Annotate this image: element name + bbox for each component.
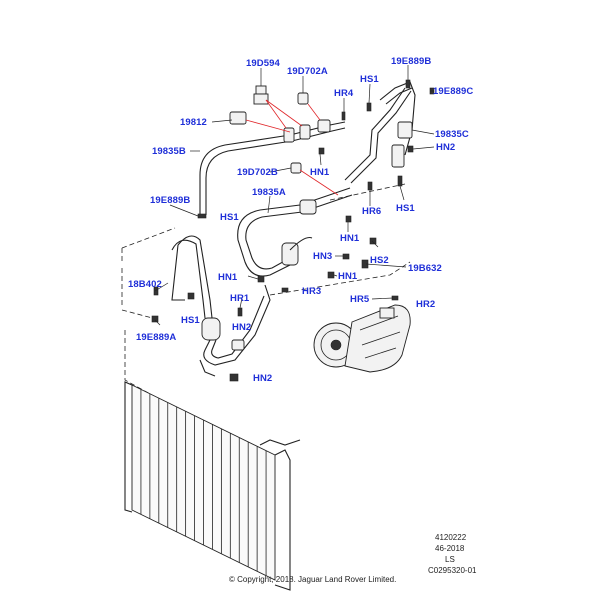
callout-19b632[interactable]: 19B632 — [408, 263, 442, 274]
condenser — [124, 381, 301, 591]
callout-hn1-b[interactable]: HN1 — [338, 271, 358, 282]
pipe-19835b — [199, 111, 346, 215]
callout-19835b[interactable]: 19835B — [152, 146, 186, 157]
callout-hs1-left[interactable]: HS1 — [220, 212, 239, 223]
callout-19835c[interactable]: 19835C — [435, 129, 469, 140]
callout-hs1-top[interactable]: HS1 — [360, 74, 379, 85]
callout-19d702a[interactable]: 19D702A — [287, 66, 328, 77]
callout-hn3[interactable]: HN3 — [313, 251, 333, 262]
callout-hr1[interactable]: HR1 — [230, 293, 250, 304]
callout-hs1-right[interactable]: HS1 — [396, 203, 415, 214]
red-leaders — [245, 99, 339, 196]
callout-hr6[interactable]: HR6 — [362, 206, 382, 217]
pressure-switch — [253, 85, 269, 105]
callout-19e889a[interactable]: 19E889A — [136, 332, 177, 343]
callout-19e889c[interactable]: 19E889C — [433, 86, 474, 97]
callout-hn2-bottom[interactable]: HN2 — [253, 373, 273, 384]
callout-hn1-a[interactable]: HN1 — [218, 272, 238, 283]
callout-19e889b-left[interactable]: 19E889B — [150, 195, 191, 206]
valve-cap-b — [290, 162, 302, 174]
hose-19835a — [237, 187, 353, 277]
callout-19d702b[interactable]: 19D702B — [237, 167, 278, 178]
callout-hn1-upper[interactable]: HN1 — [310, 167, 330, 178]
ac-compressor — [313, 304, 411, 373]
callout-hn2-mid[interactable]: HN2 — [232, 322, 252, 333]
hose-18b402 — [171, 235, 271, 377]
meta-line-2: 46-2018 — [435, 544, 465, 553]
fasteners — [151, 79, 435, 382]
callout-hn1-mid[interactable]: HN1 — [340, 233, 360, 244]
callout-19835a[interactable]: 19835A — [252, 187, 286, 198]
meta-line-4: C0295320-01 — [428, 566, 477, 575]
leader-lines — [154, 65, 435, 326]
callout-hr4[interactable]: HR4 — [334, 88, 354, 99]
callout-19812[interactable]: 19812 — [180, 117, 207, 128]
callout-hs2[interactable]: HS2 — [370, 255, 389, 266]
pipe-19835c — [344, 81, 416, 184]
callout-19e889b-top[interactable]: 19E889B — [391, 56, 432, 67]
callout-hs1-lower[interactable]: HS1 — [181, 315, 200, 326]
copyright-notice: © Copyright, 2018. Jaguar Land Rover Lim… — [229, 575, 397, 584]
callout-hr5[interactable]: HR5 — [350, 294, 370, 305]
callout-hr3[interactable]: HR3 — [302, 286, 322, 297]
meta-line-1: 4120222 — [435, 533, 467, 542]
valve-cap-a — [297, 92, 309, 105]
callout-hr2[interactable]: HR2 — [416, 299, 436, 310]
callout-hn2-right[interactable]: HN2 — [436, 142, 456, 153]
callout-18b402[interactable]: 18B402 — [128, 279, 162, 290]
meta-line-3: LS — [445, 555, 455, 564]
callout-19d594[interactable]: 19D594 — [246, 58, 280, 69]
